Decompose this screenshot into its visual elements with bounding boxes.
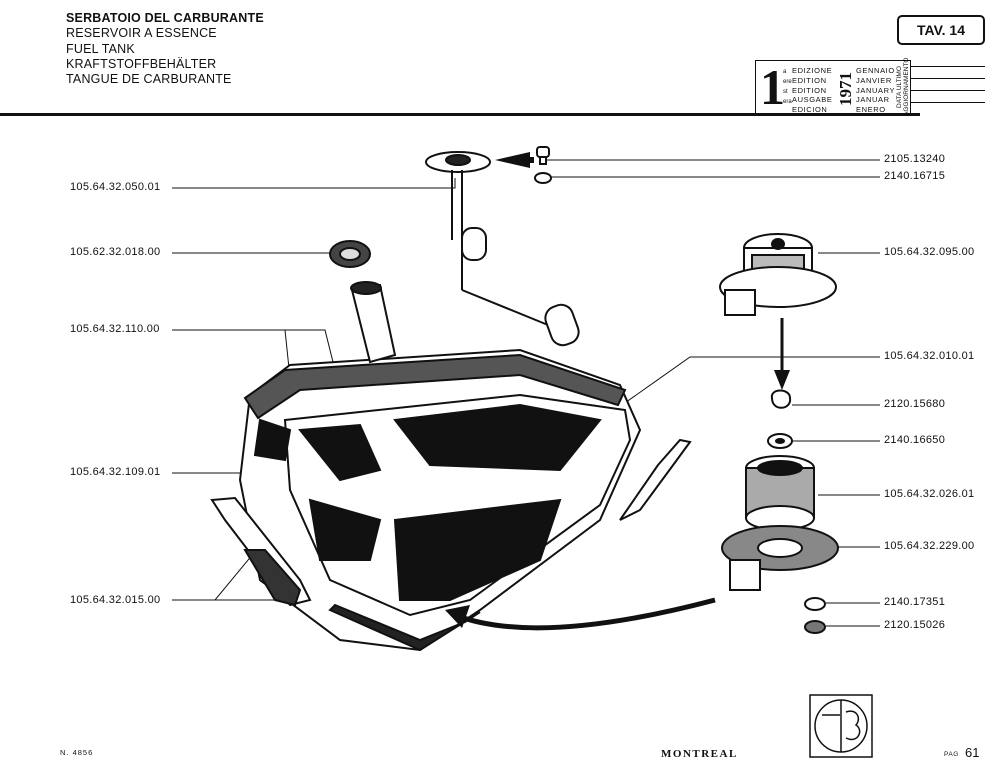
title-block: SERBATOIO DEL CARBURANTE RESERVOIR A ESS…	[66, 11, 264, 87]
part-number: 105.64.32.015.00	[70, 594, 161, 606]
part-number: 105.64.32.229.00	[884, 540, 975, 552]
header-rule	[0, 113, 920, 116]
part-number: 2140.17351	[884, 596, 946, 608]
part-number: 105.64.32.109.01	[70, 466, 161, 478]
title-italian: SERBATOIO DEL CARBURANTE	[66, 11, 264, 25]
plate-number: TAV. 14	[897, 15, 985, 45]
part-number: 2105.13240	[884, 153, 946, 165]
part-number: 105.64.32.110.00	[70, 323, 160, 335]
part-number: 105.64.32.010.01	[884, 350, 975, 362]
edition-number: 1	[760, 59, 785, 115]
filter-housing-top	[719, 233, 837, 316]
edition-ordinals: a ere st era	[783, 69, 792, 105]
down-arrow-head	[774, 370, 790, 390]
part-number: 105.62.32.018.00	[70, 246, 161, 258]
part-number: 2120.15680	[884, 398, 946, 410]
document-number: N. 4856	[60, 748, 94, 757]
filter-base	[721, 525, 839, 591]
leader-line	[172, 178, 456, 189]
leader-line	[172, 547, 259, 601]
leader-line	[172, 329, 291, 379]
part-number: 105.64.32.026.01	[884, 488, 975, 500]
tank-straps	[210, 438, 692, 607]
page-number: 61	[965, 745, 980, 760]
title-french: RESERVOIR A ESSENCE	[66, 26, 217, 41]
screw-and-washer	[534, 146, 552, 184]
update-lines	[910, 66, 985, 114]
model-name: MONTREAL	[661, 748, 738, 760]
page-label: PAG	[944, 751, 959, 758]
grommet	[329, 240, 371, 268]
part-number: 2140.16650	[884, 434, 946, 446]
base-fittings	[804, 597, 826, 634]
fuel-level-sender	[425, 151, 580, 347]
big-arrow	[454, 597, 716, 631]
part-number: 105.64.32.050.01	[70, 181, 161, 193]
small-parts	[767, 389, 793, 449]
edition-months: GENNAIO JANVIER JANUARY JANUAR ENERO	[856, 66, 896, 115]
title-english: FUEL TANK	[66, 41, 135, 56]
leader-line	[621, 356, 880, 406]
title-spanish: TANGUE DE CARBURANTE	[66, 72, 232, 87]
filter-cartridge	[745, 455, 815, 531]
part-number: 2140.16715	[884, 170, 946, 182]
edition-words: EDIZIONE EDITION EDITION AUSGABE EDICION	[792, 66, 833, 115]
part-number: 2120.15026	[884, 619, 946, 631]
title-german: KRAFTSTOFFBEHÄLTER	[66, 56, 217, 71]
alfa-romeo-logo	[809, 694, 873, 758]
fuel-tank	[238, 281, 642, 652]
part-number: 105.64.32.095.00	[884, 246, 975, 258]
